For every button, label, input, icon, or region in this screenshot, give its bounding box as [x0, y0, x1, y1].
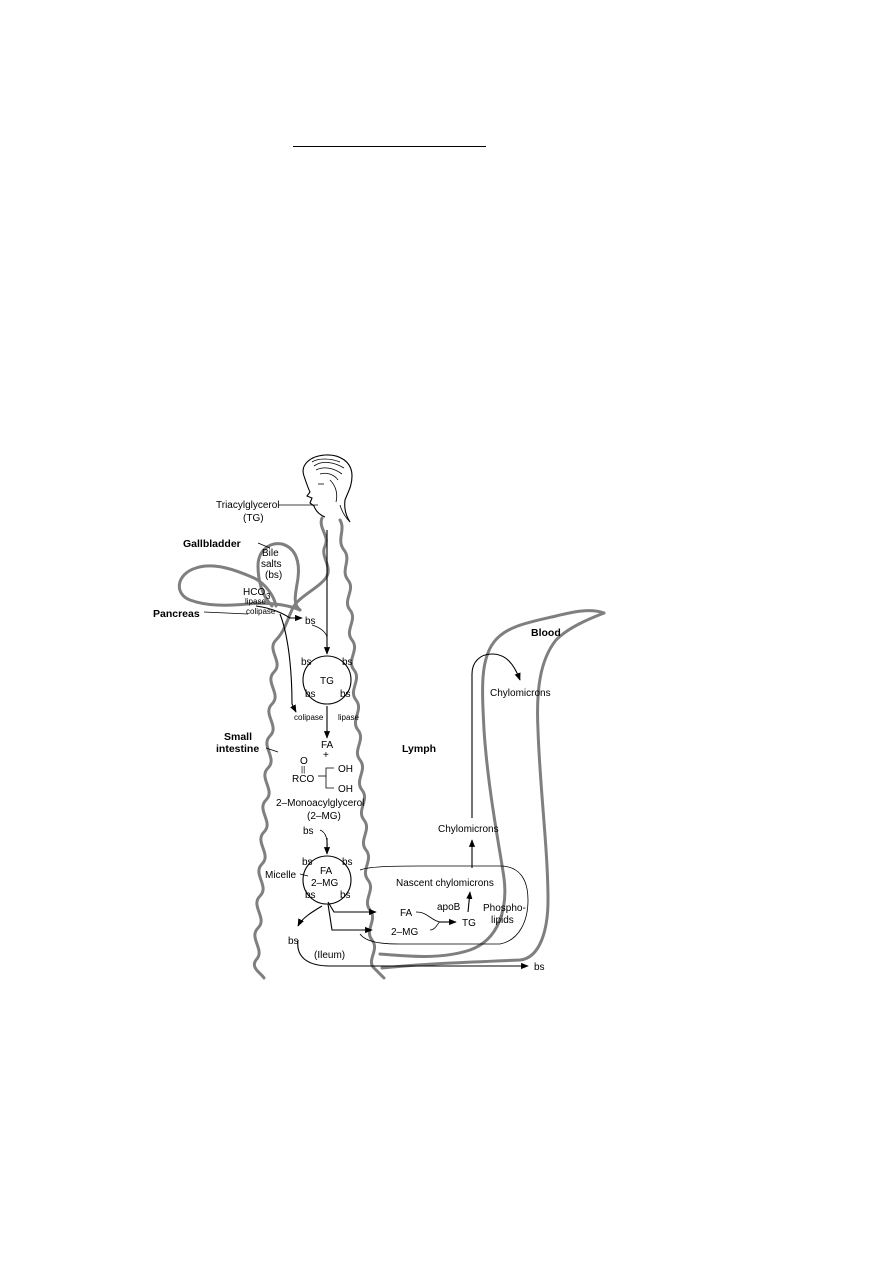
micelle: [302, 855, 352, 905]
label-small: Small: [224, 731, 252, 743]
label-bs-mid: bs: [303, 826, 314, 837]
label-oh-bottom: OH: [338, 784, 353, 795]
tg-droplet: [302, 655, 352, 705]
label-micelle-fa: FA: [320, 866, 333, 877]
small-intestine-walls: [252, 516, 386, 980]
label-phospho: Phospho-: [483, 903, 526, 914]
label-pancreas: Pancreas: [153, 608, 200, 620]
label-micelle-bs-bl: bs: [305, 890, 316, 901]
label-bs-exit: bs: [534, 962, 545, 973]
flow-arrows: [203, 504, 529, 970]
label-oh-top: OH: [338, 764, 353, 775]
label-lymph-tg: TG: [462, 918, 476, 929]
label-droplet-bs-tl: bs: [301, 657, 312, 668]
label-ileum: (Ileum): [314, 950, 345, 961]
label-intestine: intestine: [216, 743, 259, 755]
label-droplet-bs-br: bs: [340, 689, 351, 700]
label-monoacylglycerol: 2–Monoacylglycerol: [276, 798, 364, 809]
label-micelle: Micelle: [265, 870, 297, 881]
label-colipase: colipase: [294, 713, 324, 722]
head-illustration: [302, 454, 353, 523]
label-micelle-bs-tl: bs: [302, 857, 313, 868]
label-bs-lower: bs: [288, 936, 299, 947]
label-droplet-bs-bl: bs: [305, 689, 316, 700]
label-chylomicrons-blood: Chylomicrons: [490, 688, 551, 699]
title-underline: [293, 146, 486, 147]
label-droplet-bs-tr: bs: [342, 657, 353, 668]
label-double-bond: ||: [301, 765, 305, 774]
label-tg-abbrev: (TG): [243, 513, 264, 524]
label-salts: salts: [261, 559, 282, 570]
label-bs-entry: bs: [305, 616, 316, 627]
label-hco3: HCO: [243, 587, 265, 598]
label-nascent-chylomicrons: Nascent chylomicrons: [396, 878, 494, 889]
lymph-blood-vessels: [359, 609, 606, 970]
label-lipids: lipids: [491, 915, 514, 926]
label-bile: Bile: [262, 548, 279, 559]
label-fa: FA: [321, 740, 334, 751]
label-chylomicrons-lymph: Chylomicrons: [438, 824, 499, 835]
label-lipase: lipase: [338, 713, 359, 722]
label-plus: +: [323, 750, 329, 761]
label-pancreas-colipase: colipase: [246, 607, 276, 616]
label-droplet-tg: TG: [320, 676, 334, 687]
label-gallbladder: Gallbladder: [183, 538, 241, 550]
label-hco3-sub: 3: [266, 592, 271, 601]
gallbladder-pancreas: [178, 542, 302, 612]
label-micelle-2mg: 2–MG: [311, 878, 338, 889]
label-bs-abbrev: (bs): [265, 570, 282, 581]
label-lymph-fa: FA: [400, 908, 413, 919]
label-apob: apoB: [437, 902, 461, 913]
label-blood: Blood: [531, 627, 561, 639]
label-micelle-bs-br: bs: [340, 890, 351, 901]
monoacylglycerol-structure: [318, 767, 334, 789]
label-triacylglycerol: Triacylglycerol: [216, 500, 280, 511]
label-o-atom: O: [300, 756, 308, 767]
label-micelle-bs-tr: bs: [342, 857, 353, 868]
label-rco: RCO: [292, 774, 314, 785]
label-lymph-2mg: 2–MG: [391, 927, 418, 938]
label-pancreas-lipase: lipase: [245, 597, 266, 606]
label-lymph: Lymph: [402, 743, 436, 755]
label-mg-abbrev: (2–MG): [307, 811, 341, 822]
